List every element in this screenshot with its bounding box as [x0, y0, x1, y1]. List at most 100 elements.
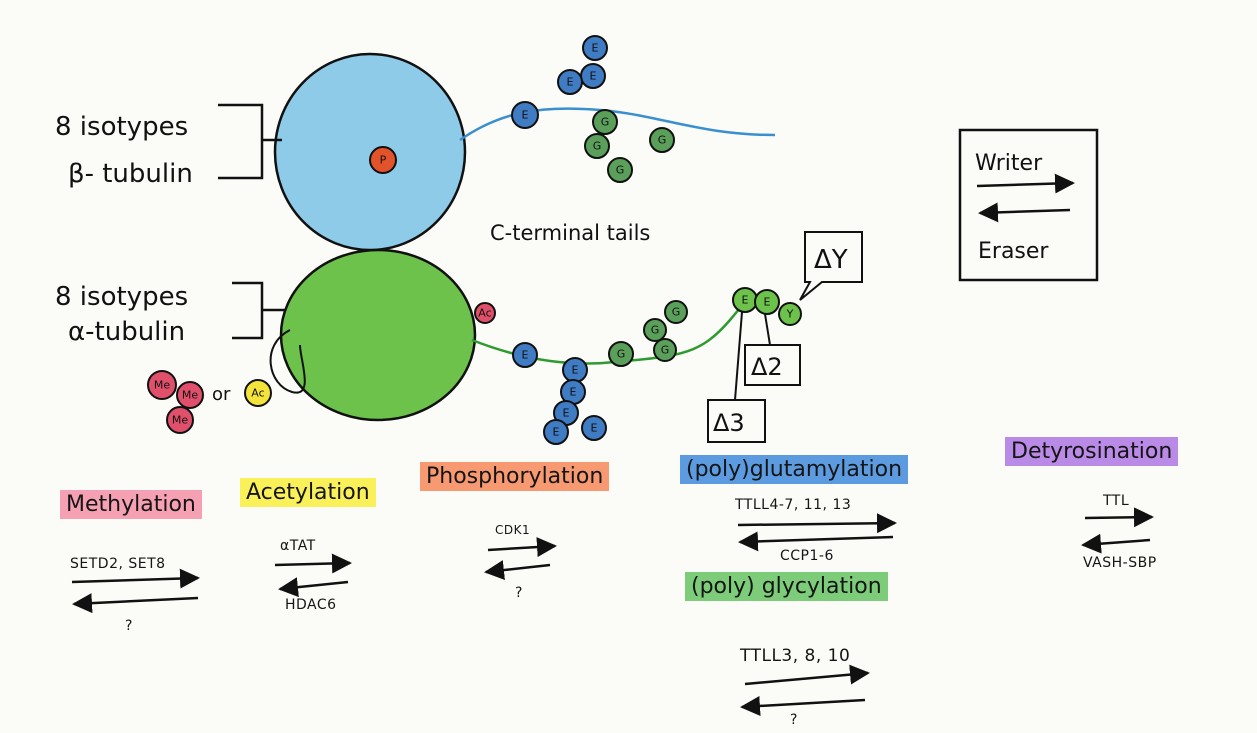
alpha-residue-G-3: G	[654, 339, 676, 361]
glutamylation-writer-arrow	[738, 523, 895, 525]
acetylation-eraser-arrow	[280, 582, 348, 589]
beta-residue-G-1: G	[593, 110, 617, 134]
svg-text:E: E	[592, 42, 599, 55]
svg-text:Me: Me	[182, 389, 198, 402]
d3-label: Δ3	[713, 409, 745, 437]
beta-residue-P: P	[370, 147, 396, 173]
d3-connector	[735, 312, 742, 400]
svg-text:G: G	[658, 134, 667, 147]
beta-bracket	[218, 105, 282, 178]
svg-text:E: E	[570, 386, 577, 399]
glycylation-writer-arrow	[745, 673, 868, 684]
d2-label: Δ2	[751, 353, 783, 381]
beta-name-label: β- tubulin	[68, 159, 193, 189]
svg-text:G: G	[651, 324, 660, 337]
svg-text:E: E	[572, 364, 579, 377]
beta-residue-E-3: E	[558, 70, 582, 94]
svg-text:Ac: Ac	[478, 307, 491, 320]
svg-text:Me: Me	[154, 379, 170, 392]
glycylation-eraser-arrow	[742, 700, 865, 707]
alpha-residue-Ac-k40: Ac	[245, 380, 271, 406]
detyrosination-eraser: VASH-SBP	[1083, 555, 1157, 571]
glycylation-eraser: ?	[790, 712, 798, 728]
methylation-writer-arrow	[72, 578, 198, 582]
alpha-name-label: α-tubulin	[68, 317, 185, 347]
beta-isotypes-label: 8 isotypes	[55, 112, 188, 142]
alpha-ct-Y: Y	[779, 303, 801, 325]
beta-residue-G-4: G	[650, 128, 674, 152]
alpha-ct-E-1: E	[733, 288, 757, 312]
alpha-residue-Ac-surface: Ac	[475, 303, 495, 323]
beta-residue-E-4: E	[512, 102, 538, 128]
alpha-residue-E-5: E	[544, 420, 568, 444]
svg-text:G: G	[616, 164, 625, 177]
alpha-residue-G-4: G	[665, 301, 687, 323]
beta-residue-G-3: G	[608, 158, 632, 182]
svg-text:E: E	[590, 70, 597, 83]
glycylation-title: (poly) glycylation	[685, 572, 888, 601]
alpha-residue-E-1: E	[513, 343, 537, 367]
alpha-residue-E-2: E	[563, 358, 587, 382]
methylation-writer: SETD2, SET8	[70, 556, 166, 572]
svg-text:G: G	[617, 348, 626, 361]
svg-text:Me: Me	[172, 414, 188, 427]
phosphorylation-eraser: ?	[515, 585, 523, 601]
phosphorylation-eraser-arrow	[486, 565, 550, 572]
methylation-eraser: ?	[125, 618, 133, 634]
alpha-residue-G-1: G	[609, 342, 633, 366]
svg-text:P: P	[380, 154, 387, 167]
detyrosination-writer: TTL	[1103, 493, 1129, 509]
d2-connector	[765, 314, 770, 345]
alpha-ct-E-2: E	[755, 290, 779, 314]
alpha-residue-Me-1: Me	[148, 371, 176, 399]
alpha-isotypes-label: 8 isotypes	[55, 282, 188, 312]
alpha-residue-E-6: E	[582, 416, 606, 440]
detyrosination-title: Detyrosination	[1005, 437, 1178, 466]
alpha-residue-Me-3: Me	[167, 407, 193, 433]
svg-text:G: G	[593, 140, 602, 153]
glycylation-writer: TTLL3, 8, 10	[740, 646, 850, 666]
svg-text:E: E	[567, 76, 574, 89]
beta-residue-G-2: G	[585, 134, 609, 158]
phosphorylation-writer-arrow	[488, 546, 555, 550]
phosphorylation-writer: CDK1	[495, 523, 530, 537]
detyrosination-writer-arrow	[1085, 517, 1152, 518]
or-label: or	[212, 384, 231, 405]
phosphorylation-title: Phosphorylation	[420, 462, 609, 491]
acetylation-title: Acetylation	[240, 478, 376, 507]
svg-text:E: E	[764, 296, 771, 309]
acetylation-writer: αTAT	[280, 538, 316, 554]
glutamylation-title: (poly)glutamylation	[680, 455, 908, 484]
svg-text:G: G	[601, 116, 610, 129]
svg-text:G: G	[672, 306, 681, 319]
glutamylation-eraser-arrow	[740, 537, 893, 542]
legend-eraser-arrow	[980, 210, 1070, 213]
svg-text:E: E	[522, 349, 529, 362]
svg-text:Ac: Ac	[251, 387, 264, 400]
glutamylation-writer: TTLL4-7, 11, 13	[735, 497, 851, 513]
methylation-title: Methylation	[60, 490, 202, 519]
svg-text:G: G	[661, 344, 670, 357]
c-terminal-label: C-terminal tails	[490, 221, 650, 245]
alpha-residue-G-2: G	[644, 319, 666, 341]
svg-text:E: E	[591, 422, 598, 435]
alpha-tubulin-subunit	[281, 250, 475, 420]
svg-text:E: E	[522, 109, 529, 122]
dY-label: ΔY	[814, 245, 848, 275]
alpha-bracket	[232, 283, 285, 338]
acetylation-writer-arrow	[275, 563, 350, 565]
svg-text:Y: Y	[786, 308, 794, 321]
svg-text:E: E	[742, 294, 749, 307]
glutamylation-eraser: CCP1-6	[780, 548, 834, 564]
legend-writer-label: Writer	[975, 151, 1043, 176]
beta-tubulin-subunit	[275, 54, 465, 250]
legend-eraser-label: Eraser	[978, 239, 1049, 264]
detyrosination-eraser-arrow	[1083, 540, 1150, 545]
acetylation-eraser: HDAC6	[285, 597, 337, 613]
methylation-eraser-arrow	[74, 598, 198, 604]
beta-residue-E-1: E	[583, 36, 607, 60]
svg-text:E: E	[563, 407, 570, 420]
svg-text:E: E	[553, 426, 560, 439]
legend-writer-arrow	[977, 183, 1073, 186]
